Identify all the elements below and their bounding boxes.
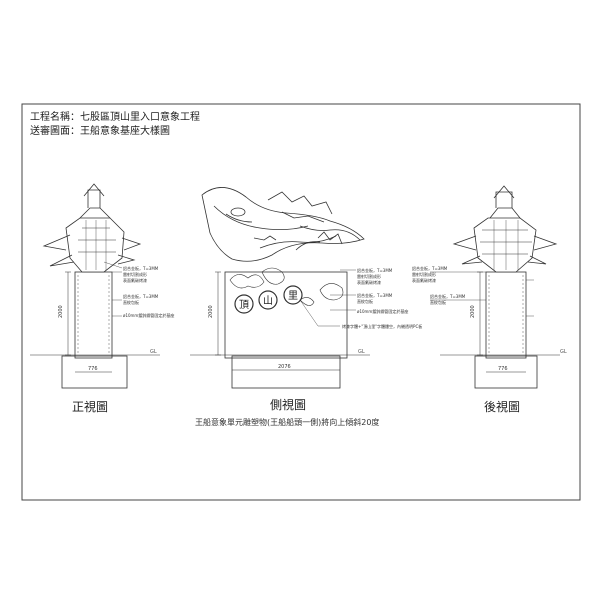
rear-sculpture xyxy=(452,185,558,273)
front-height-dim: 2000 xyxy=(58,305,64,318)
front-callout-5: 直紋包板 xyxy=(123,299,139,305)
side-callout-3: 表面氟碳烤漆 xyxy=(357,279,381,285)
rear-callout-2: 雷射切割成形 xyxy=(412,271,436,277)
char-disc-2 xyxy=(258,290,278,310)
front-footing xyxy=(61,355,128,389)
char-disc-1 xyxy=(234,294,254,314)
side-base-block xyxy=(224,271,348,359)
side-view xyxy=(190,187,370,389)
side-ground-label: GL xyxy=(358,349,365,355)
project-title: 工程名稱：七股區頂山里入口意象工程 xyxy=(30,112,200,123)
rear-ground-label: GL xyxy=(560,349,567,355)
front-sculpture xyxy=(42,183,142,273)
front-width-dim: 776 xyxy=(88,366,98,372)
rear-callout-3: 表面氟碳烤漆 xyxy=(412,277,436,283)
side-view-label: 側視圖 xyxy=(270,398,307,412)
front-ground-label: GL xyxy=(150,349,157,355)
front-callout-4: 鋁合金板，T=3MM xyxy=(123,293,159,299)
drawing-title: 送審圖面：王船意象基座大樣圖 xyxy=(30,126,170,137)
front-callout-6: ø10mm鍍鋅鋼管固定於基座 xyxy=(123,312,174,318)
side-callout-4: 鋁合金板，T=3MM xyxy=(357,292,393,298)
side-cloud-ornaments xyxy=(229,267,344,306)
char-disc-3 xyxy=(283,285,303,305)
front-callout-1: 鋁合金板，T=3MM xyxy=(123,265,159,271)
rear-view xyxy=(430,185,560,389)
rear-column xyxy=(485,271,527,359)
rear-footing xyxy=(474,355,538,389)
front-callout-3: 表面氟碳烤漆 xyxy=(123,277,147,283)
rear-view-label: 後視圖 xyxy=(484,400,521,414)
side-callout-1: 鋁合金板，T=3MM xyxy=(357,267,393,273)
rear-callout-4: 鋁合金板，T=3MM xyxy=(430,293,466,299)
rear-width-dim: 776 xyxy=(498,366,508,372)
front-view xyxy=(30,183,160,389)
rear-callout-5: 直紋包板 xyxy=(430,299,446,305)
side-callout-5: 直紋包板 xyxy=(357,298,373,304)
rear-height-dim: 2000 xyxy=(470,305,476,318)
char-2: 山 xyxy=(263,295,273,307)
front-view-label: 正視圖 xyxy=(72,400,109,414)
side-footing xyxy=(231,355,341,389)
sheet-border xyxy=(21,103,581,501)
side-width-dim: 2076 xyxy=(278,364,291,370)
side-callout-2: 雷射切割成形 xyxy=(357,273,381,279)
side-callout-6: ø10mm鍍鋅鋼管固定於基座 xyxy=(357,308,408,314)
char-1: 頂 xyxy=(239,299,249,311)
char-3: 里 xyxy=(288,290,298,302)
tilt-note: 王船意象單元雕塑物(王船船頭一側)將向上傾斜20度 xyxy=(195,418,380,427)
rear-callout-1: 鋁合金板，T=3MM xyxy=(412,265,448,271)
front-column xyxy=(74,271,113,359)
side-callout-7: 烤漆字體+"頂山里"字體鏤空，內襯透明PC板 xyxy=(342,323,422,329)
side-boat-sculpture xyxy=(201,187,365,262)
front-callout-2: 雷射切割成形 xyxy=(123,271,147,277)
side-height-dim: 2000 xyxy=(208,305,214,318)
